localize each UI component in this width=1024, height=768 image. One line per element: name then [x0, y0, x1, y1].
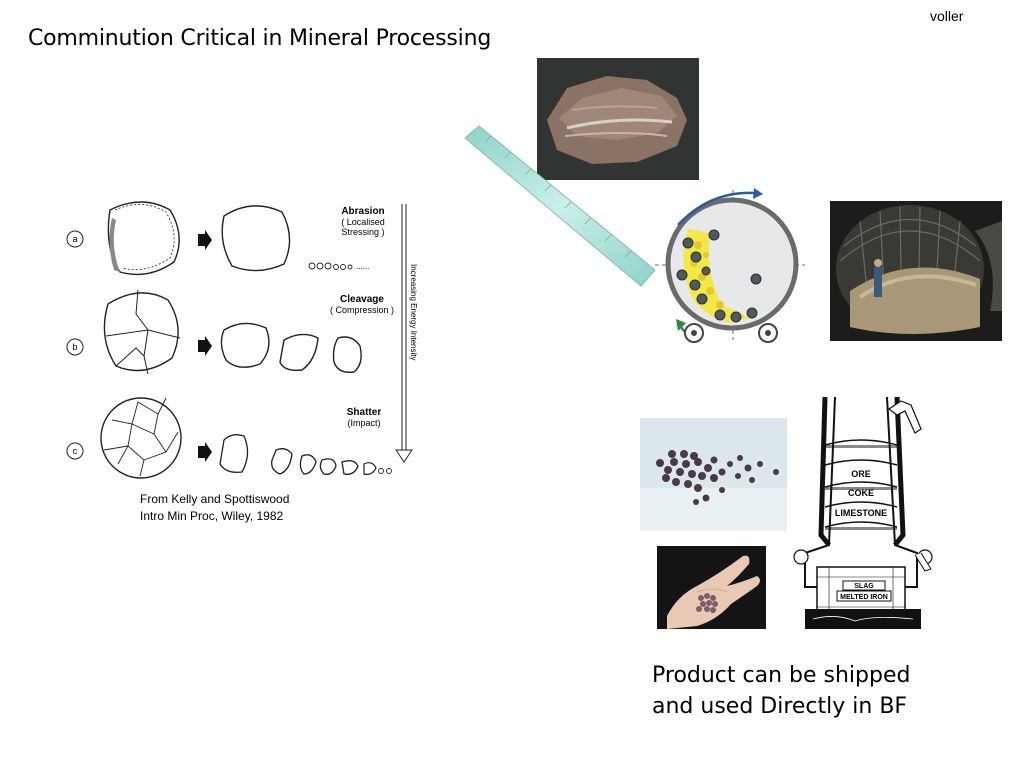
- product-line-2: and used Directly in BF: [652, 694, 908, 719]
- credit-line-2: Intro Min Proc, Wiley, 1982: [140, 509, 284, 523]
- abrasion-label: Abrasion( Localised Stressing ): [341, 206, 385, 238]
- slide-title: Comminution Critical in Mineral Processi…: [28, 26, 492, 51]
- ball-mill-diagram: [655, 188, 805, 343]
- row-letter: b: [72, 342, 77, 352]
- source-credit: From Kelly and Spottiswood Intro Min Pro…: [140, 491, 289, 525]
- credit-line-1: From Kelly and Spottiswood: [140, 492, 290, 506]
- comminution-mechanisms-diagram: a ...... b c: [66, 201, 418, 479]
- ruler-rod: [464, 125, 656, 287]
- shatter-label: Shatter(Impact): [346, 407, 382, 429]
- row-abrasion: a ......: [66, 201, 369, 276]
- energy-axis-label: Increasing Energy Intensity: [409, 264, 418, 361]
- blast-furnace-diagram: ORE COKE LIMESTONE SLAG MELTED IRON: [793, 396, 933, 629]
- layer-melted-iron: MELTED IRON: [840, 594, 888, 601]
- row-letter: a: [72, 234, 77, 244]
- layer-limestone: LIMESTONE: [835, 508, 887, 518]
- svg-text:......: ......: [356, 262, 369, 271]
- row-cleavage: b: [66, 289, 362, 375]
- rock-photo: [537, 58, 699, 180]
- author-label: voller: [930, 8, 964, 24]
- product-line-1: Product can be shipped: [652, 663, 911, 688]
- energy-axis-arrow: [395, 449, 413, 463]
- product-caption: Product can be shipped and used Directly…: [652, 660, 910, 722]
- mill-interior-photo: [830, 201, 1002, 341]
- row-letter: c: [73, 446, 78, 456]
- layer-coke: COKE: [848, 488, 874, 498]
- cleavage-label: Cleavage( Compression ): [329, 294, 394, 316]
- row-shatter: c: [66, 397, 392, 479]
- pellets-photo: [640, 418, 787, 531]
- layer-ore: ORE: [851, 469, 871, 479]
- hand-pellets-photo: [657, 546, 766, 629]
- layer-slag: SLAG: [854, 583, 874, 590]
